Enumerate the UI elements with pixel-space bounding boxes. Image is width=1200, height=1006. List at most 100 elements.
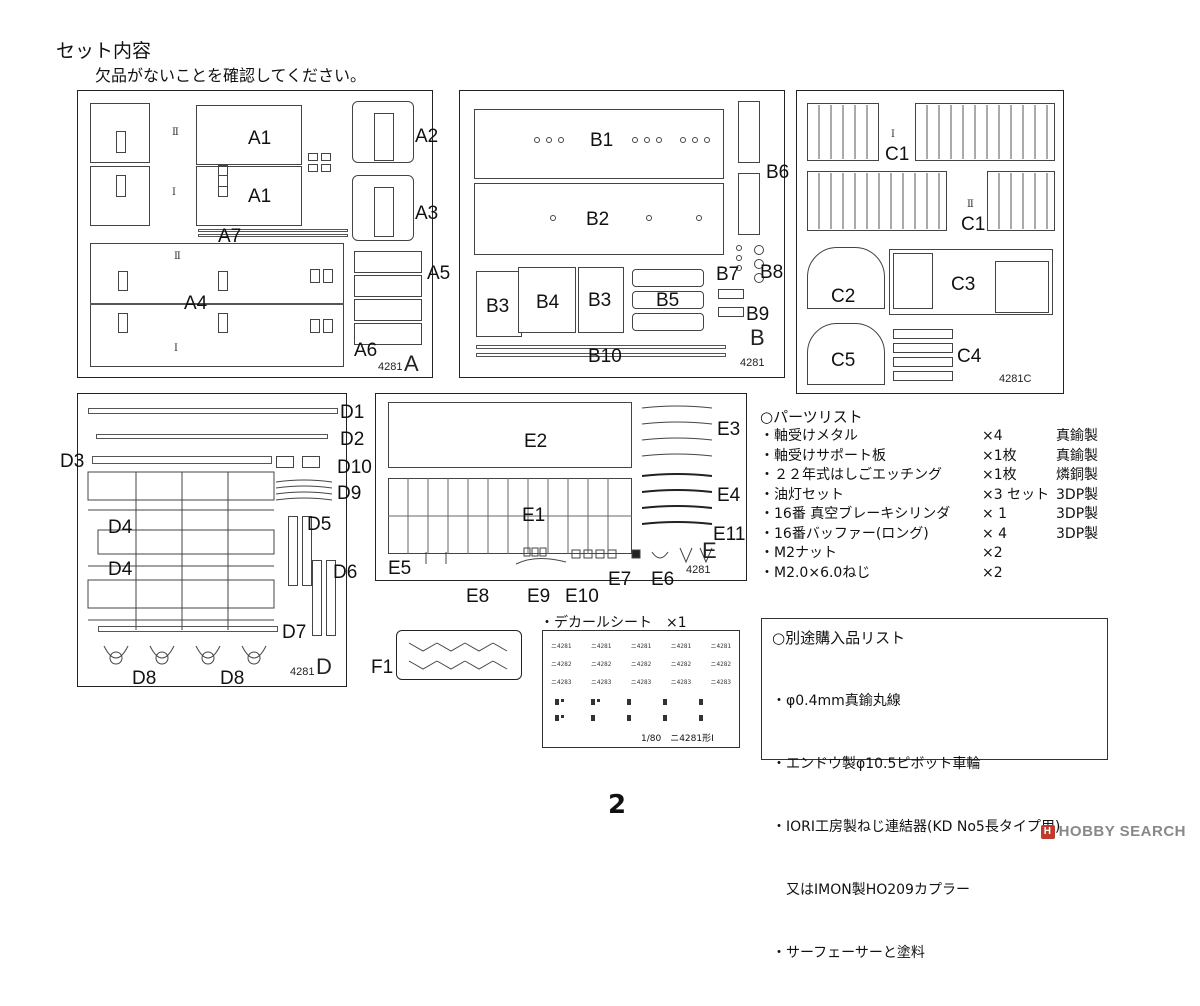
part-a4-floor (90, 243, 344, 367)
label-b2: B2 (586, 209, 610, 230)
part-a5 (354, 251, 422, 273)
label-b8: B8 (760, 262, 784, 283)
b7-hole (736, 265, 742, 271)
part-qty: ×1枚 (982, 467, 1017, 483)
part-e3-springs (641, 405, 713, 457)
a4-slot (310, 319, 320, 333)
label-f1: F1 (371, 657, 394, 678)
part-a2 (352, 101, 414, 163)
hole (632, 137, 638, 143)
c1-top-slats (818, 105, 1048, 159)
decal-footer: 1/80 ニ4281形Ⅰ (641, 734, 714, 744)
page-subtitle: 欠品がないことを確認してください。 (95, 66, 367, 85)
parts-list-row: ・軸受けサポート板×1枚真鍮製 (760, 447, 1190, 467)
decal-number: ニ4281 (590, 643, 612, 650)
hole (692, 137, 698, 143)
part-c1-second (987, 171, 1055, 231)
a3-inner (374, 187, 394, 237)
b8-washer (754, 245, 764, 255)
part-b5 (632, 269, 704, 287)
decal-number: ニ4283 (710, 679, 731, 686)
decal-row: ニ4281 ニ4281 ニ4281 ニ4281 ニ4281 (551, 641, 731, 659)
part-a7-strip (198, 234, 348, 237)
hole (546, 137, 552, 143)
part-c5 (807, 323, 885, 385)
label-e2: E2 (524, 431, 548, 452)
hole (704, 137, 710, 143)
decal-number: ニ4282 (551, 661, 572, 668)
sheet-code: 4281 (378, 361, 403, 373)
separate-list: ・φ0.4mm真鍮丸線 ・エンドウ製φ10.5ピボット車輪 ・IORI工房製ねじ… (772, 649, 1060, 1006)
decal-row: ニ4282 ニ4282 ニ4282 ニ4282 ニ4282 (551, 659, 731, 677)
label-e7: E7 (608, 569, 632, 590)
part-b9 (718, 289, 744, 299)
hole (558, 137, 564, 143)
hole (696, 215, 702, 221)
part-a1-panel-bottom-main (196, 166, 302, 226)
roman-marker: Ⅰ (172, 187, 176, 198)
label-a2: A2 (415, 126, 439, 147)
window-cutout (116, 131, 126, 153)
watermark-text: HOBBY SEARCH (1058, 823, 1186, 840)
label-e4: E4 (717, 485, 741, 506)
label-c1: C1 (961, 214, 986, 235)
e1-grid (388, 478, 632, 554)
decal-title: ・デカールシート ×1 (540, 615, 687, 631)
part-c1-top (915, 103, 1055, 161)
part-c2 (807, 247, 885, 309)
sheet-code: 4281 (290, 666, 315, 678)
part-qty: ×2 (982, 564, 1003, 581)
decal-number: ニ4283 (551, 679, 572, 686)
part-a1-panel-top-main (196, 105, 302, 165)
part-d3 (92, 456, 272, 464)
part-qty: × 4 (982, 525, 1008, 542)
sheet-c: Ⅰ C1 Ⅱ C1 C2 C3 C5 C4 4281C (796, 90, 1064, 394)
part-b3 (476, 271, 522, 337)
part-b5 (632, 313, 704, 331)
part-material: 真鍮製 (1056, 447, 1098, 464)
a4-slot (118, 271, 128, 291)
part-material: 3DP製 (1056, 486, 1099, 503)
parts-list-heading: ○パーツリスト (760, 408, 863, 426)
separate-list-heading: ○別途購入品リスト (772, 629, 906, 647)
label-b1: B1 (590, 130, 614, 151)
roman-marker: Ⅱ (172, 127, 179, 138)
label-a1: A1 (248, 128, 272, 149)
c1-second-slats (818, 173, 1048, 229)
b7-hole (736, 255, 742, 261)
sheet-code: 4281 (686, 564, 711, 576)
label-d8: D8 (220, 668, 245, 689)
label-e1: E1 (522, 505, 546, 526)
small-part (308, 153, 318, 161)
part-a5 (354, 275, 422, 297)
part-b5 (632, 291, 704, 309)
label-c2: C2 (831, 286, 856, 307)
separate-item: ・φ0.4mm真鍮丸線 (772, 693, 901, 709)
part-a7-strip (198, 229, 348, 232)
part-b6 (738, 173, 760, 235)
separate-item: ・エンドウ製φ10.5ピボット車輪 (772, 756, 981, 772)
decal-number: ニ4281 (551, 643, 572, 650)
window-cutout (116, 175, 126, 197)
e-bottom-parts (425, 547, 713, 565)
label-d4: D4 (108, 559, 133, 580)
label-d7: D7 (282, 622, 307, 643)
page-number: 2 (608, 790, 627, 820)
part-d10 (302, 456, 320, 468)
part-d6 (326, 560, 336, 636)
roman-marker: Ⅰ (891, 129, 895, 140)
label-c1: C1 (885, 144, 910, 165)
label-e11: E11 (713, 524, 746, 545)
part-material: 3DP製 (1056, 506, 1099, 522)
label-e10: E10 (565, 586, 599, 607)
small-part (308, 164, 318, 172)
small-part (321, 153, 331, 161)
part-d6 (312, 560, 322, 636)
part-qty: ×1枚 (982, 447, 1017, 464)
part-d10 (276, 456, 294, 468)
sheet-a: Ⅱ Ⅰ A1 A1 A2 A3 A7 Ⅱ Ⅰ A4 A5 A6 4281 A (77, 90, 450, 378)
